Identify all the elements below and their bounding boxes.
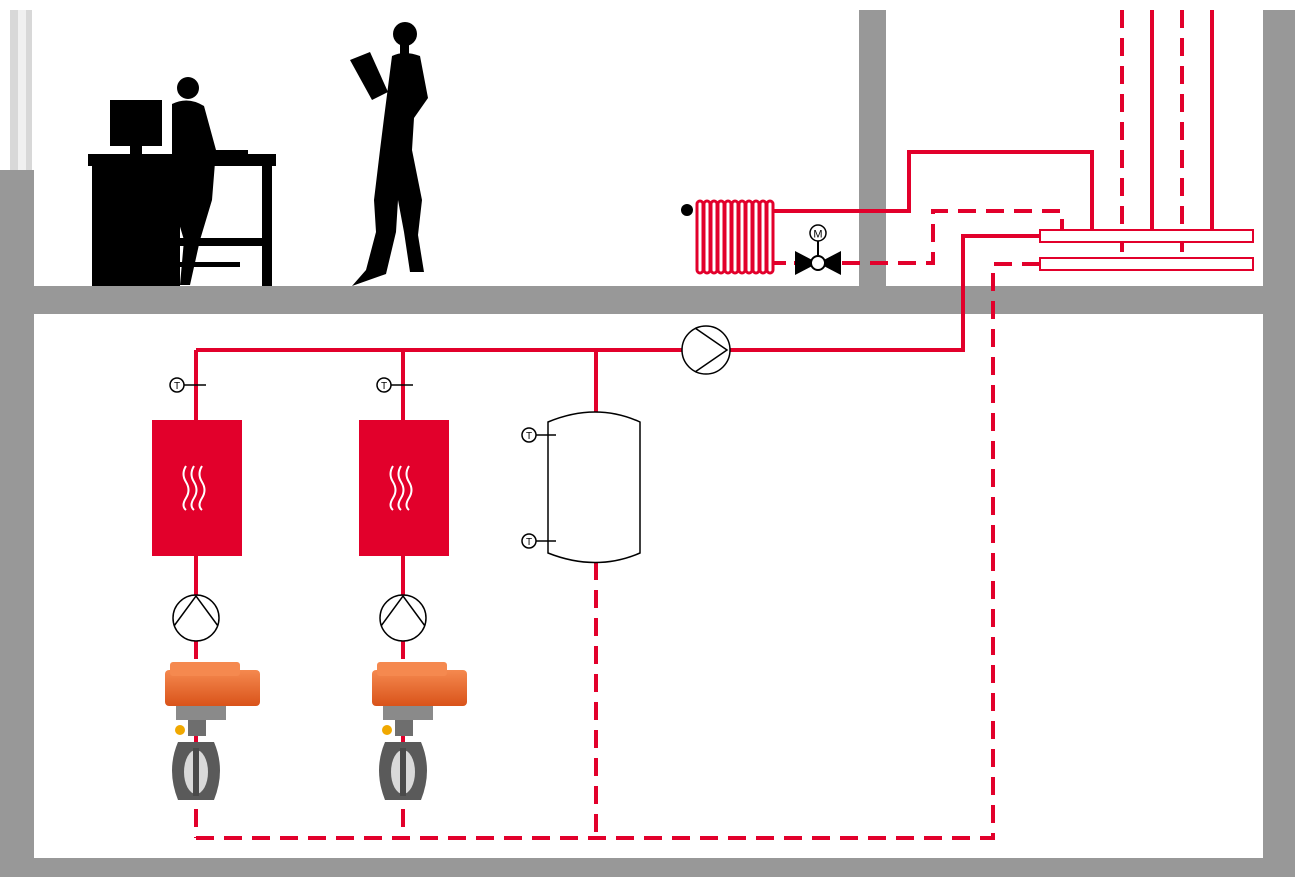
supply-manifold: [1039, 229, 1254, 243]
person-at-desk-icon: [88, 77, 276, 286]
temperature-sensor-icon: T: [521, 427, 556, 443]
standing-woman-icon: [350, 22, 428, 286]
temperature-sensor-icon: T: [376, 377, 413, 393]
pump-icon: [172, 594, 220, 642]
main-return-line: [196, 262, 1040, 840]
heat-waves-icon: [389, 465, 413, 511]
boiler-2: [359, 420, 449, 556]
return-manifold: [1039, 257, 1254, 271]
radiator-icon: [681, 199, 798, 275]
sensor-label: T: [174, 381, 180, 392]
temperature-sensor-icon: T: [521, 533, 556, 549]
main-supply-to-header: [730, 234, 1040, 352]
building-walls: [0, 10, 1295, 877]
boiler-1: [152, 420, 242, 556]
sensor-label: T: [381, 381, 387, 392]
upper-floor-piping: [196, 10, 1214, 840]
right-wall: [1263, 10, 1295, 877]
ground-slab: [0, 858, 1295, 877]
pump-icon: [379, 594, 427, 642]
radiator-return-pipe: [842, 209, 1064, 265]
heat-waves-icon: [182, 465, 206, 511]
manifolds: [1039, 229, 1254, 271]
left-wall: [0, 170, 34, 877]
window-glass: [18, 10, 26, 170]
sensor-label: T: [526, 431, 532, 442]
temperature-sensor-icon: T: [169, 377, 206, 393]
partition-wall: [859, 10, 886, 300]
motor-symbol-label: M: [813, 229, 822, 241]
pump-icon: [681, 325, 731, 375]
radiator-supply-pipe: [774, 150, 1094, 232]
motorized-valve-icon: M: [795, 224, 841, 275]
radiator-valve-knob: [681, 204, 693, 216]
sensor-label: T: [526, 537, 532, 548]
butterfly-valve-icon: [372, 662, 467, 800]
motor-symbol-icon: [809, 224, 827, 242]
floor-slab: [0, 286, 1295, 314]
butterfly-valve-icon: [165, 662, 260, 800]
storage-tank: T T: [521, 411, 641, 564]
